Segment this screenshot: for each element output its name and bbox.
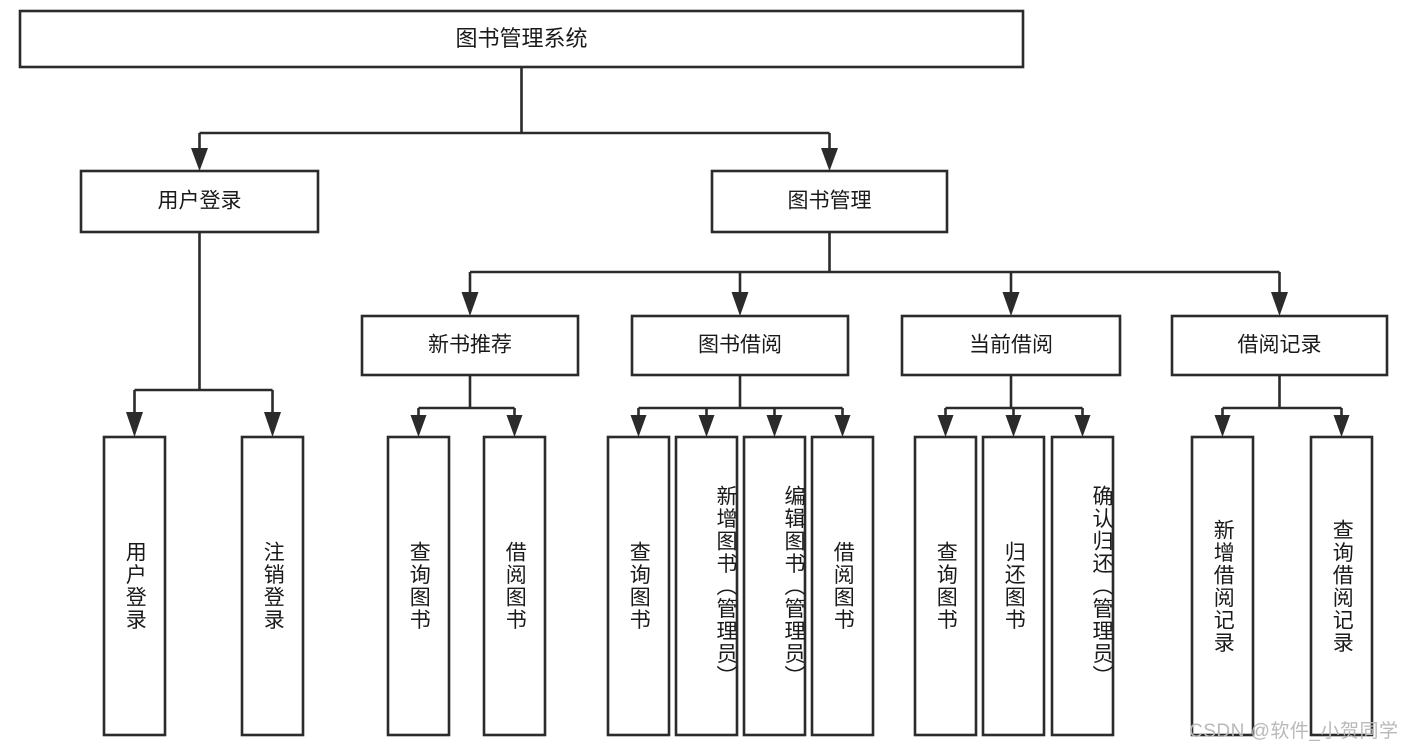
arrow-head-icon: [191, 148, 208, 171]
arrow-head-icon: [126, 412, 143, 437]
arrow-head-icon: [506, 415, 523, 437]
leaf-box-edit-book-admin[interactable]: [742, 435, 807, 737]
connector-current-borrow-to-leaves: [937, 375, 1091, 437]
arrow-head-icon: [1005, 415, 1022, 437]
arrow-head-icon: [1002, 292, 1020, 316]
arrow-head-icon: [834, 415, 851, 437]
node-box[interactable]: [18, 9, 1025, 69]
connector-new-book-rec-to-leaves: [410, 375, 523, 437]
node-label: 图书管理系统: [455, 26, 587, 51]
leaf-box-borrow-book[interactable]: [810, 435, 875, 737]
node-box[interactable]: [710, 169, 949, 234]
node-borrowing-record[interactable]: 借阅记录: [1170, 314, 1389, 377]
node-label: 新书推荐: [428, 334, 512, 357]
node-box[interactable]: [360, 314, 580, 377]
connector-book-borrow-to-leaves: [630, 375, 851, 437]
node-label: 图书借阅: [698, 334, 782, 357]
node-user-login[interactable]: 用户登录: [79, 169, 320, 234]
leaf-box-query-book-current[interactable]: [913, 435, 978, 737]
node-new-book-recommendation[interactable]: 新书推荐: [360, 314, 580, 377]
node-box[interactable]: [1170, 314, 1389, 377]
node-book-borrowing[interactable]: 图书借阅: [630, 314, 850, 377]
leaf-box-user-login[interactable]: [102, 435, 167, 737]
leaf-box-query-book-borrow[interactable]: [606, 435, 671, 737]
arrow-head-icon: [937, 415, 954, 437]
node-label: 当前借阅: [969, 334, 1053, 357]
node-root-system[interactable]: 图书管理系统: [18, 9, 1025, 69]
leaf-box-confirm-return-admin[interactable]: [1050, 435, 1115, 737]
connector-book-mgmt-to-level2: [461, 232, 1288, 316]
connector-borrow-record-to-leaves: [1214, 375, 1350, 437]
leaf-box-logout[interactable]: [240, 435, 305, 737]
leaf-box-return-book[interactable]: [981, 435, 1046, 737]
arrow-head-icon: [1333, 415, 1350, 437]
arrow-head-icon: [1214, 415, 1231, 437]
arrow-head-icon: [698, 415, 715, 437]
leaf-box-borrow-book-rec[interactable]: [482, 435, 547, 737]
leaf-box-query-book-rec[interactable]: [386, 435, 451, 737]
node-box[interactable]: [900, 314, 1122, 377]
node-box[interactable]: [79, 169, 320, 234]
connector-user-login-to-leaves: [126, 232, 281, 437]
arrow-head-icon: [821, 148, 838, 171]
arrow-head-icon: [731, 292, 749, 316]
leaf-box-add-book-admin[interactable]: [674, 435, 739, 737]
arrow-head-icon: [766, 415, 783, 437]
leaf-box-add-borrow-record[interactable]: [1190, 435, 1255, 737]
node-label: 借阅记录: [1238, 334, 1322, 357]
node-book-management[interactable]: 图书管理: [710, 169, 949, 234]
arrow-head-icon: [1074, 415, 1091, 437]
node-label: 用户登录: [158, 190, 242, 213]
node-label: 图书管理: [788, 190, 872, 213]
node-current-borrowing[interactable]: 当前借阅: [900, 314, 1122, 377]
node-box[interactable]: [630, 314, 850, 377]
connector-root-to-level1: [191, 67, 838, 171]
arrow-head-icon: [630, 415, 647, 437]
arrow-head-icon: [410, 415, 427, 437]
leaf-box-query-borrow-record[interactable]: [1309, 435, 1374, 737]
arrow-head-icon: [461, 292, 479, 316]
arrow-head-icon: [1271, 292, 1288, 316]
csdn-watermark: CSDN @软件_小贺同学: [1189, 721, 1399, 742]
arrow-head-icon: [264, 412, 281, 437]
